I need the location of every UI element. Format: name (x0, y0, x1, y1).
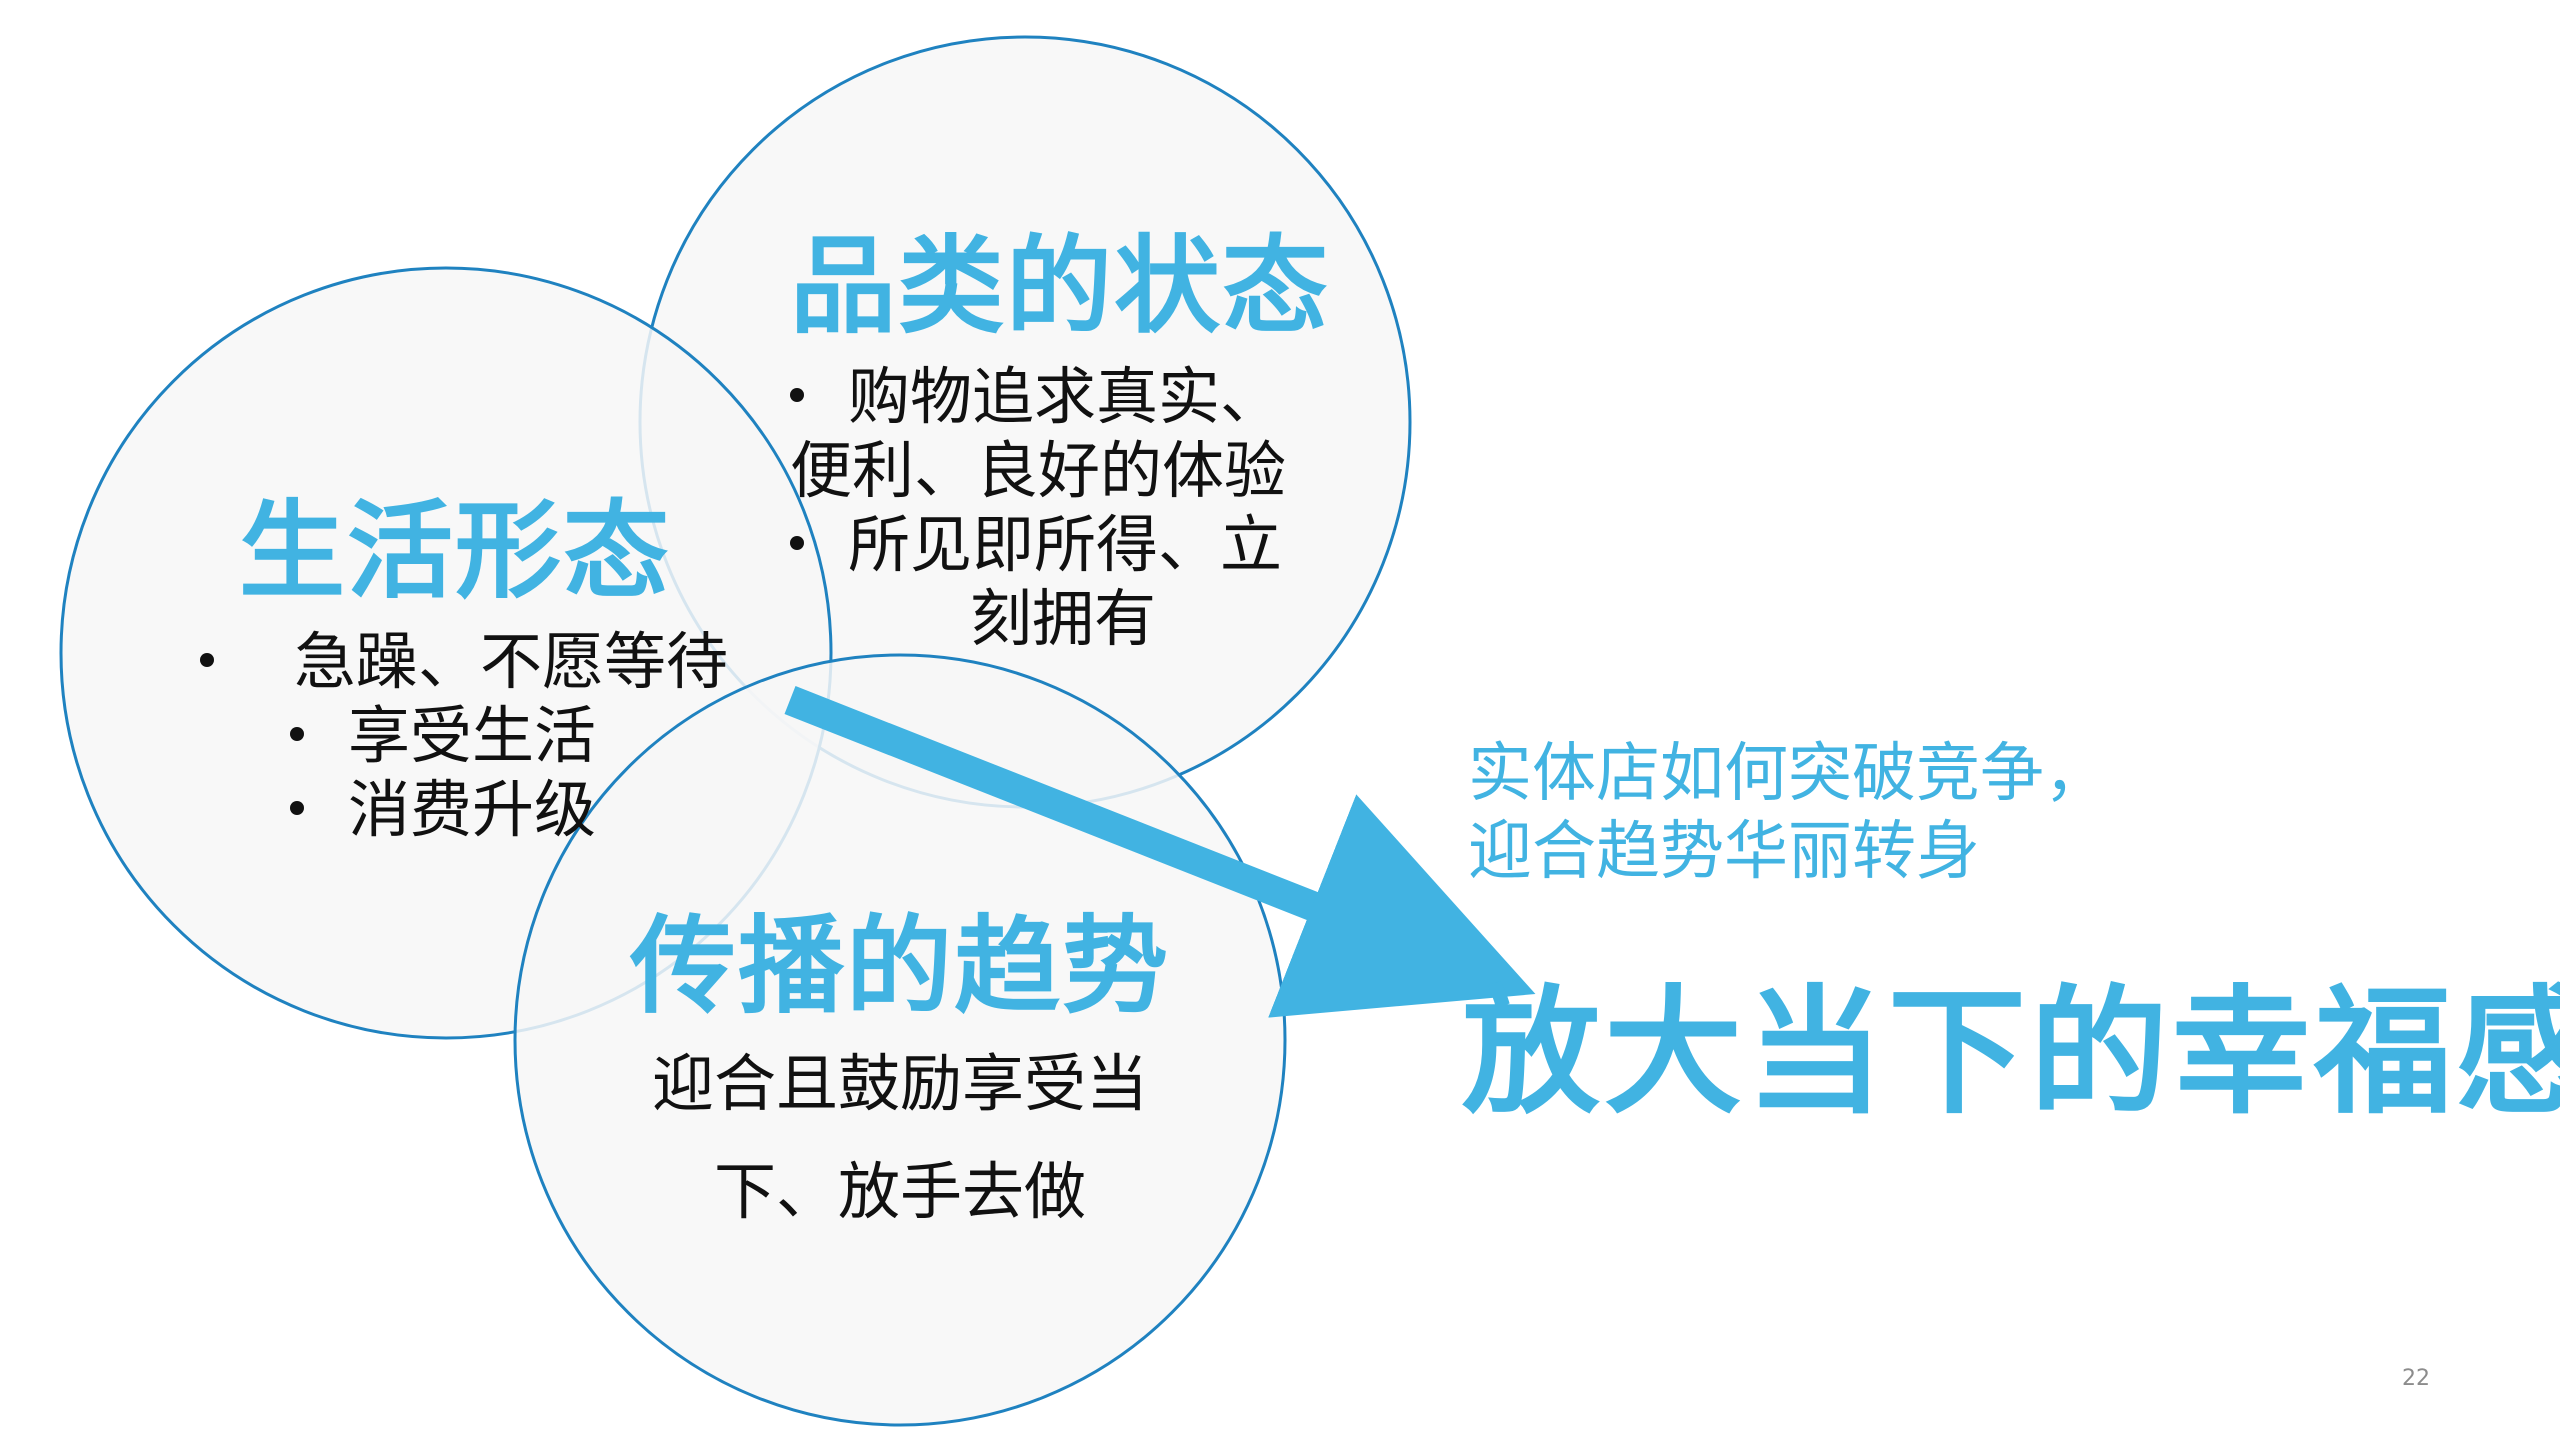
category-bullets: 购物追求真实、 便利、良好的体验 所见即所得、立 刻拥有 (790, 360, 1286, 656)
sub-headline: 实体店如何突破竞争， 迎合趋势华丽转身 (1468, 737, 2108, 889)
category-title: 品类的状态 (790, 225, 1330, 348)
bullet-dot (290, 726, 304, 741)
spread-text: 迎合且鼓励享受当 下、放手去做 (651, 1047, 1148, 1228)
spread-title: 传播的趋势 (630, 905, 1170, 1028)
bullet-dot (790, 535, 804, 550)
list-item: 刻拥有 (970, 582, 1157, 655)
list-item: 购物追求真实、 (790, 360, 1286, 434)
bullet-dot (790, 387, 804, 402)
bullet-dot (200, 652, 214, 667)
list-item: 消费升级 (200, 773, 728, 847)
page-number: 22 (2402, 1366, 2430, 1391)
circle-spread (513, 653, 1287, 1427)
list-item: 急躁、不愿等待 (200, 625, 728, 699)
list-item: 所见即所得、立 (790, 508, 1286, 582)
list-item: 享受生活 (200, 699, 728, 773)
headline: 放大当下的幸福感 (1462, 972, 2560, 1133)
bullet-dot (290, 800, 304, 815)
life-bullets: 急躁、不愿等待 享受生活 消费升级 (200, 625, 728, 847)
list-item: 便利、良好的体验 (790, 434, 1287, 507)
life-title: 生活形态 (239, 490, 671, 613)
arrow (784, 686, 1536, 1018)
